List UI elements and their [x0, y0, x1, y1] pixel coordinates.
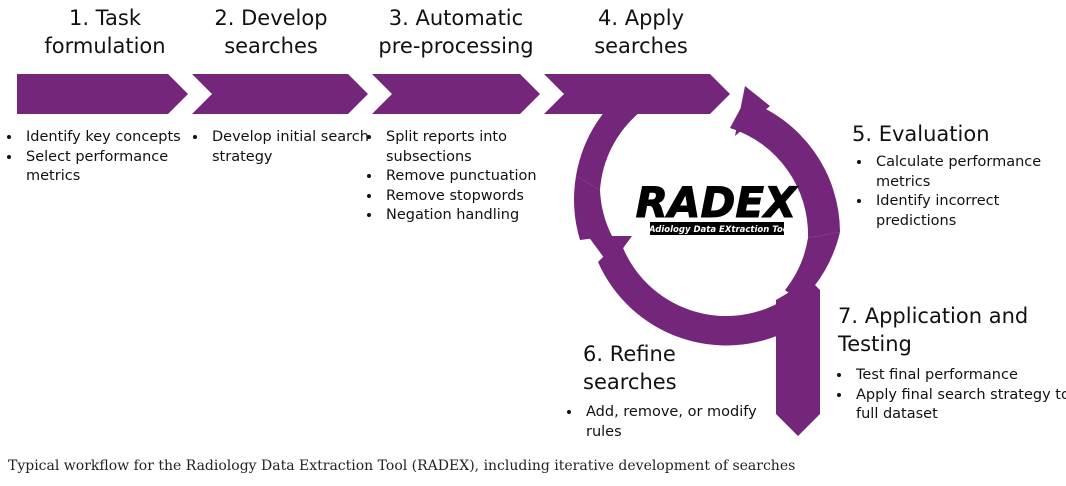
loop-arrowhead-right	[735, 86, 770, 136]
step-3-title-line1: 3. Automatic	[388, 6, 524, 30]
step-1-bullets: Identify key concepts Select performance…	[0, 128, 212, 187]
list-item: Develop initial search strategy	[208, 128, 373, 167]
radex-logo-main: RADEX	[636, 178, 799, 227]
step-5-title-line1: 5. Evaluation	[852, 122, 990, 146]
list-item: Remove punctuation	[382, 167, 557, 187]
loop-arc-left-lower	[574, 176, 612, 240]
list-item: Identify key concepts	[22, 128, 212, 148]
step-2-bullets: Develop initial search strategy	[186, 128, 373, 167]
loop-arc-left	[576, 80, 640, 190]
list-item: Identify incorrect predictions	[872, 192, 1047, 231]
step-5-bullets: Calculate performance metrics Identify i…	[850, 153, 1047, 231]
step-6-bullets: Add, remove, or modify rules	[560, 403, 762, 442]
step-2-arrow	[192, 74, 368, 114]
radex-logo: RADEX RAdiology Data EXtraction Tool	[635, 172, 800, 238]
step-3-bullets: Split reports into subsections Remove pu…	[360, 128, 557, 226]
step-3-title-line2: pre-processing	[378, 34, 534, 58]
figure-caption: Typical workflow for the Radiology Data …	[8, 458, 796, 474]
step-2-title-line2: searches	[224, 34, 318, 58]
iteration-loop	[574, 80, 840, 436]
list-item: Select performance metrics	[22, 148, 212, 187]
loop-arrowhead-bottom	[588, 236, 632, 266]
list-item: Negation handling	[382, 206, 557, 226]
step-6-title: 6. Refine searches	[583, 340, 743, 396]
list-item: Add, remove, or modify rules	[582, 403, 762, 442]
step-1-title-line2: formulation	[44, 34, 166, 58]
step-4-title-line1: 4. Apply	[598, 6, 684, 30]
step-5-title: 5. Evaluation	[852, 120, 1052, 148]
step-1-title-line1: 1. Task	[68, 6, 142, 30]
step-6-title-line1: 6. Refine	[583, 342, 676, 366]
step-6-title-line2: searches	[583, 370, 677, 394]
step-4-title-line2: searches	[594, 34, 688, 58]
step-7-arrow	[776, 280, 820, 436]
step-7-title-line1: 7. Application and	[838, 304, 1029, 328]
step-3-arrow	[372, 74, 540, 114]
step-7-title: 7. Application and Testing	[838, 302, 1063, 358]
step-3-title: 3. Automatic pre-processing	[356, 4, 556, 60]
loop-arc-bottom	[598, 240, 790, 346]
step-4-title: 4. Apply searches	[556, 4, 726, 60]
step-7-title-line2: Testing	[838, 332, 912, 356]
list-item: Apply final search strategy to full data…	[852, 386, 1066, 425]
loop-arc-right-lower	[785, 232, 840, 302]
step-7-bullets: Test final performance Apply final searc…	[830, 366, 1066, 425]
list-item: Split reports into subsections	[382, 128, 557, 167]
loop-arc-right	[730, 100, 840, 238]
list-item: Remove stopwords	[382, 187, 557, 207]
step-2-title-line1: 2. Develop	[214, 6, 328, 30]
step-2-title: 2. Develop searches	[186, 4, 356, 60]
list-item: Test final performance	[852, 366, 1066, 386]
step-1-title: 1. Task formulation	[20, 4, 190, 60]
step-1-arrow	[17, 74, 188, 114]
radex-logo-subtitle: RAdiology Data EXtraction Tool	[642, 225, 792, 235]
list-item: Calculate performance metrics	[872, 153, 1047, 192]
